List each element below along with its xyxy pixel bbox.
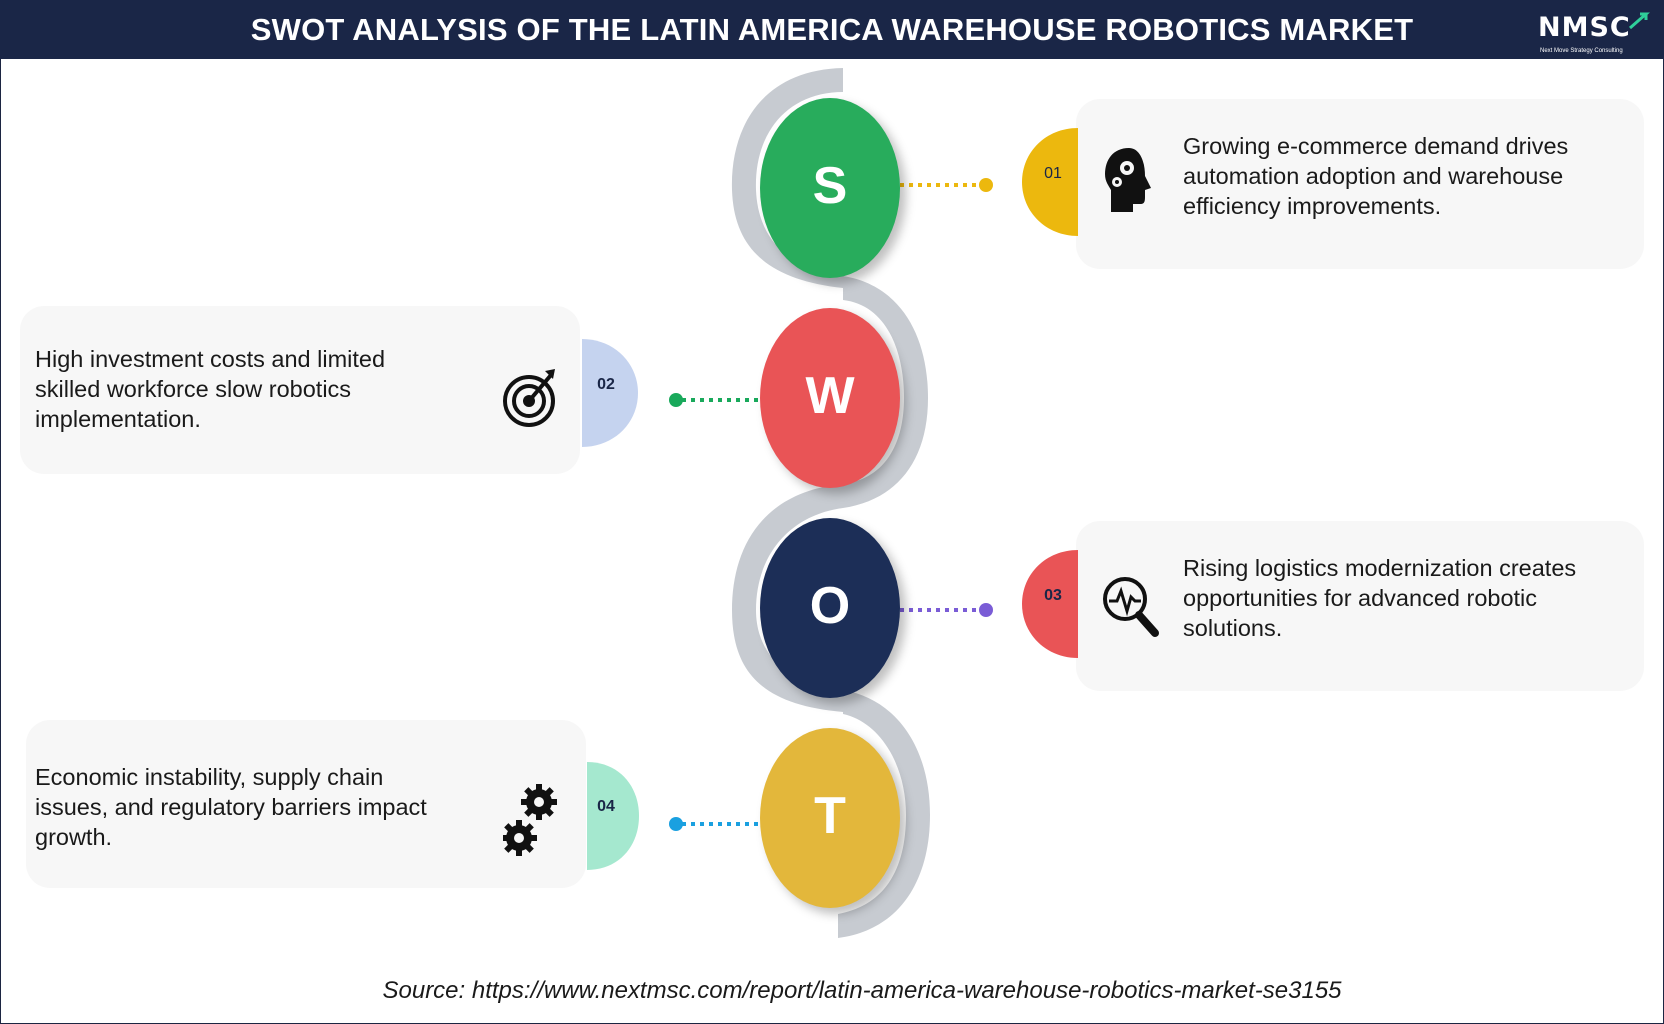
threat-number-tab xyxy=(587,762,639,870)
threat-number: 04 xyxy=(597,798,615,815)
opportunity-connector xyxy=(900,603,993,617)
spine-arc-o xyxy=(732,484,843,712)
weakness-card: High investment costs and limited skille… xyxy=(20,306,580,474)
threat-card: Economic instability, supply chain issue… xyxy=(26,720,586,888)
strength-connector xyxy=(900,178,993,192)
weakness-tab-shape xyxy=(582,339,638,447)
opportunity-number-tab xyxy=(1022,550,1078,658)
threat-connector xyxy=(669,817,760,831)
spine-arc-w xyxy=(843,276,928,508)
weakness-dot xyxy=(669,393,683,407)
opportunity-dot xyxy=(979,603,993,617)
magnifier-pulse-icon xyxy=(1103,577,1159,637)
target-icon xyxy=(503,369,555,427)
strength-card: Growing e-commerce demand drives automat… xyxy=(1076,99,1644,269)
weakness-number-tab xyxy=(582,339,638,447)
logo-text: NMSC xyxy=(1538,12,1631,43)
opportunity-text: Rising logistics modernization creates o… xyxy=(1183,555,1577,641)
weakness-connector xyxy=(669,393,760,407)
threat-letter: T xyxy=(814,787,846,845)
weakness-letter: W xyxy=(805,367,855,425)
opportunity-letter: O xyxy=(809,577,851,635)
logo-tagline: Next Move Strategy Consulting xyxy=(1540,48,1623,54)
opportunity-number: 03 xyxy=(1044,587,1062,604)
strength-number-tab xyxy=(1022,128,1078,236)
spine-arc-s xyxy=(731,68,843,288)
header-bar: SWOT ANALYSIS OF THE LATIN AMERICA WAREH… xyxy=(0,0,1664,59)
strength-letter: S xyxy=(812,157,848,215)
gears-icon xyxy=(503,784,557,856)
head-gears-icon xyxy=(1105,148,1151,212)
threat-dot xyxy=(669,817,683,831)
strength-tab-shape xyxy=(1022,128,1078,236)
spine-arc-t xyxy=(838,690,930,938)
logo-arrow-icon xyxy=(1629,12,1650,30)
logo: NMSC Next Move Strategy Consulting xyxy=(1538,12,1650,58)
opportunity-circle: O xyxy=(760,518,900,698)
threat-circle: T xyxy=(760,728,900,908)
threat-text: Economic instability, supply chain issue… xyxy=(35,764,427,850)
opportunity-card: Rising logistics modernization creates o… xyxy=(1076,521,1644,691)
strength-number: 01 xyxy=(1044,165,1062,182)
strength-dot xyxy=(979,178,993,192)
weakness-circle: W xyxy=(760,308,900,488)
strength-circle: S xyxy=(760,98,900,278)
weakness-number: 02 xyxy=(597,376,615,393)
strength-text: Growing e-commerce demand drives automat… xyxy=(1183,133,1569,219)
source-citation: Source: https://www.nextmsc.com/report/l… xyxy=(382,977,1342,1004)
page-title: SWOT ANALYSIS OF THE LATIN AMERICA WAREH… xyxy=(250,12,1414,47)
opportunity-tab-shape xyxy=(1022,550,1078,658)
threat-tab-shape xyxy=(587,762,639,870)
weakness-text: High investment costs and limited skille… xyxy=(35,346,386,432)
